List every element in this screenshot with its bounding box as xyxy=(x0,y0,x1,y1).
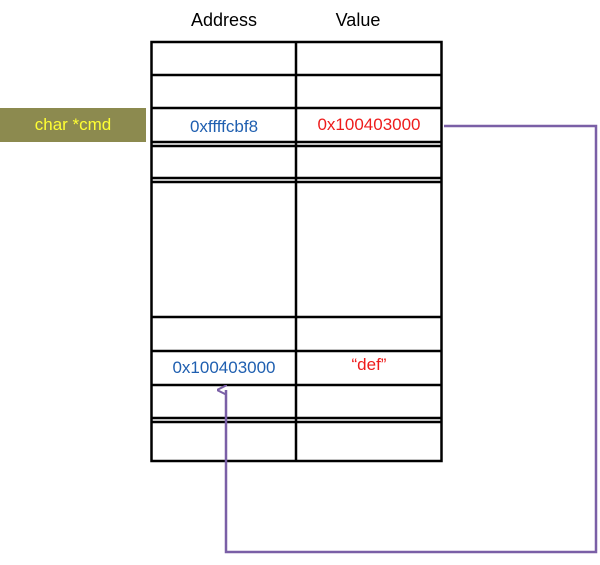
memory-table xyxy=(150,40,443,463)
pointer-arrow xyxy=(226,124,598,554)
variable-label-text: char *cmd xyxy=(34,115,112,134)
address-column-header: Address xyxy=(190,10,258,30)
value-column-header: Value xyxy=(335,10,381,30)
string-address-cell: 0x100403000 xyxy=(172,358,276,377)
string-value-cell: “def” xyxy=(351,355,387,374)
pointer-value-cell: 0x100403000 xyxy=(317,115,421,134)
pointer-address-cell: 0xffffcbf8 xyxy=(189,117,259,136)
variable-label: char *cmd xyxy=(0,108,146,142)
